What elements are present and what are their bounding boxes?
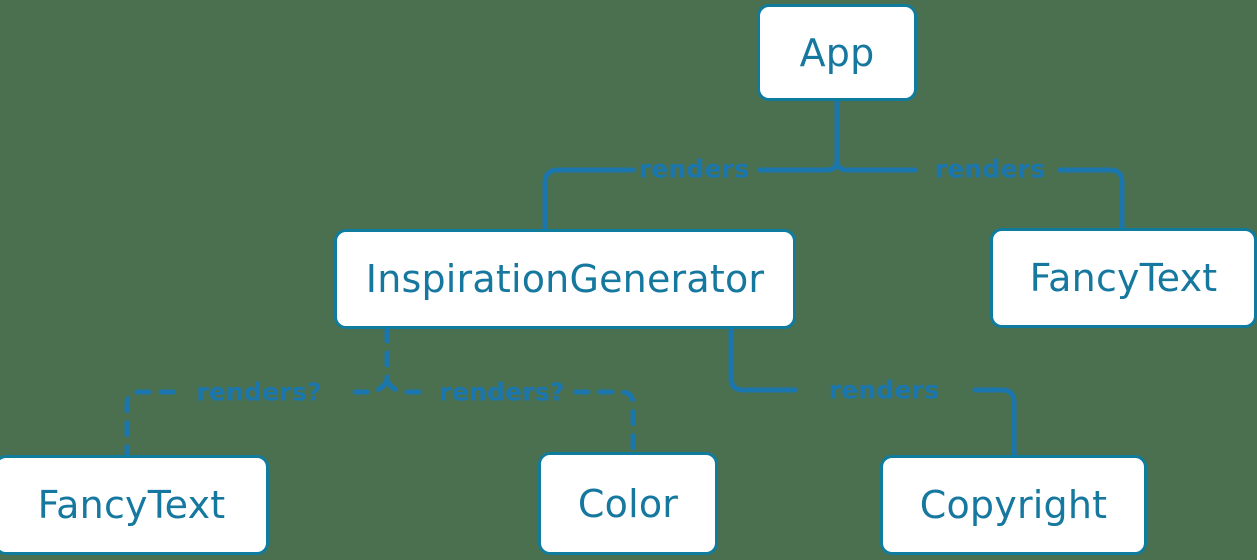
node-fancytext-bottom-label: FancyText [37, 483, 226, 527]
edge-dashed-fork-right [384, 378, 432, 395]
edge-inspirationgenerator-copyright [728, 326, 798, 393]
node-fancytext-top[interactable]: FancyText [990, 228, 1257, 328]
node-copyright-label: Copyright [919, 483, 1108, 527]
node-app-label: App [799, 30, 875, 75]
edge-app-stem [757, 98, 840, 173]
node-color[interactable]: Color [538, 452, 718, 555]
edge-copyright-approach [972, 387, 1017, 458]
edge-label-inspirationgenerator-copyright: renders [828, 375, 940, 405]
node-fancytext-bottom[interactable]: FancyText [0, 455, 269, 555]
node-color-label: Color [577, 481, 679, 526]
edge-label-inspirationgenerator-color: renders? [439, 377, 565, 407]
edge-label-app-inspirationgenerator: renders [638, 154, 750, 184]
edge-inspirationgenerator-color [573, 389, 636, 455]
node-copyright[interactable]: Copyright [880, 455, 1147, 555]
edge-label-app-fancytext: renders [934, 154, 1046, 184]
node-inspirationgenerator[interactable]: InspirationGenerator [334, 229, 796, 329]
edge-label-inspirationgenerator-fancytext: renders? [196, 377, 322, 407]
edge-app-inspirationgenerator [542, 167, 636, 232]
edge-app-stem-right [834, 98, 918, 173]
edge-dashed-fork-left [342, 378, 390, 395]
node-app[interactable]: App [757, 4, 917, 101]
edge-inspirationgenerator-fancytext [124, 389, 176, 458]
node-inspirationgenerator-label: InspirationGenerator [365, 257, 765, 301]
node-fancytext-top-label: FancyText [1029, 256, 1218, 300]
edge-app-fancytext [1057, 167, 1125, 231]
